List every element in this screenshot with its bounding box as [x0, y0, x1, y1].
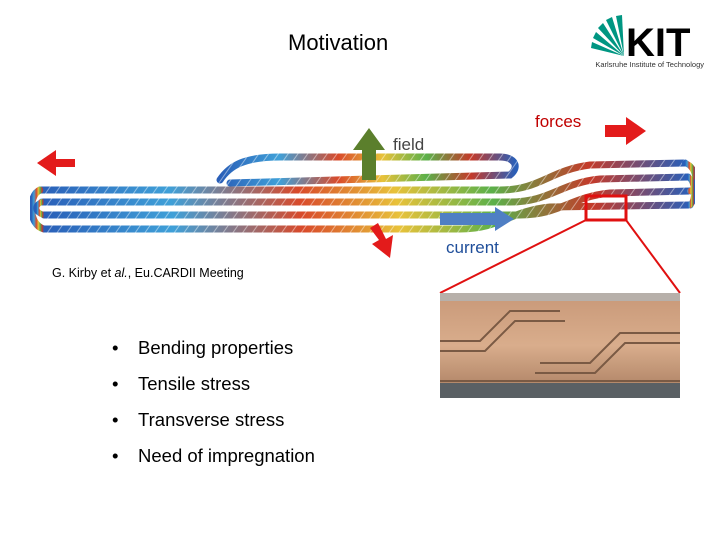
- list-item: •Bending properties: [112, 337, 294, 358]
- kit-logo-fan-icon: [591, 15, 624, 56]
- kit-logo: KIT: [591, 15, 690, 65]
- list-item: •Need of impregnation: [112, 445, 315, 466]
- list-item: •Transverse stress: [112, 409, 285, 430]
- bullet-icon: •: [112, 445, 119, 466]
- citation: G. Kirby et al., Eu.CARDII Meeting: [52, 266, 244, 280]
- field-label: field: [393, 135, 425, 154]
- forces-label: forces: [535, 112, 582, 131]
- bullet-icon: •: [112, 337, 119, 358]
- current-label: current: [446, 238, 499, 257]
- citation-rest: , Eu.CARDII Meeting: [127, 266, 244, 280]
- bullet-list: •Bending properties •Tensile stress •Tra…: [112, 338, 315, 482]
- coil-racetrack-windings: [30, 153, 695, 233]
- cable-closeup-photo: [440, 293, 680, 398]
- slide-title: Motivation: [288, 30, 389, 55]
- citation-etal: al.: [114, 266, 128, 280]
- list-item: •Tensile stress: [112, 373, 251, 394]
- citation-author: G. Kirby et: [52, 266, 115, 280]
- bullet-icon: •: [112, 373, 119, 394]
- coil-illustration: [30, 153, 695, 233]
- kit-wordmark: KIT: [626, 21, 690, 65]
- force-arrow-right-icon: [605, 117, 646, 145]
- bullet-icon: •: [112, 409, 119, 430]
- kit-logo-subtitle: Karlsruhe Institute of Technology: [595, 60, 704, 69]
